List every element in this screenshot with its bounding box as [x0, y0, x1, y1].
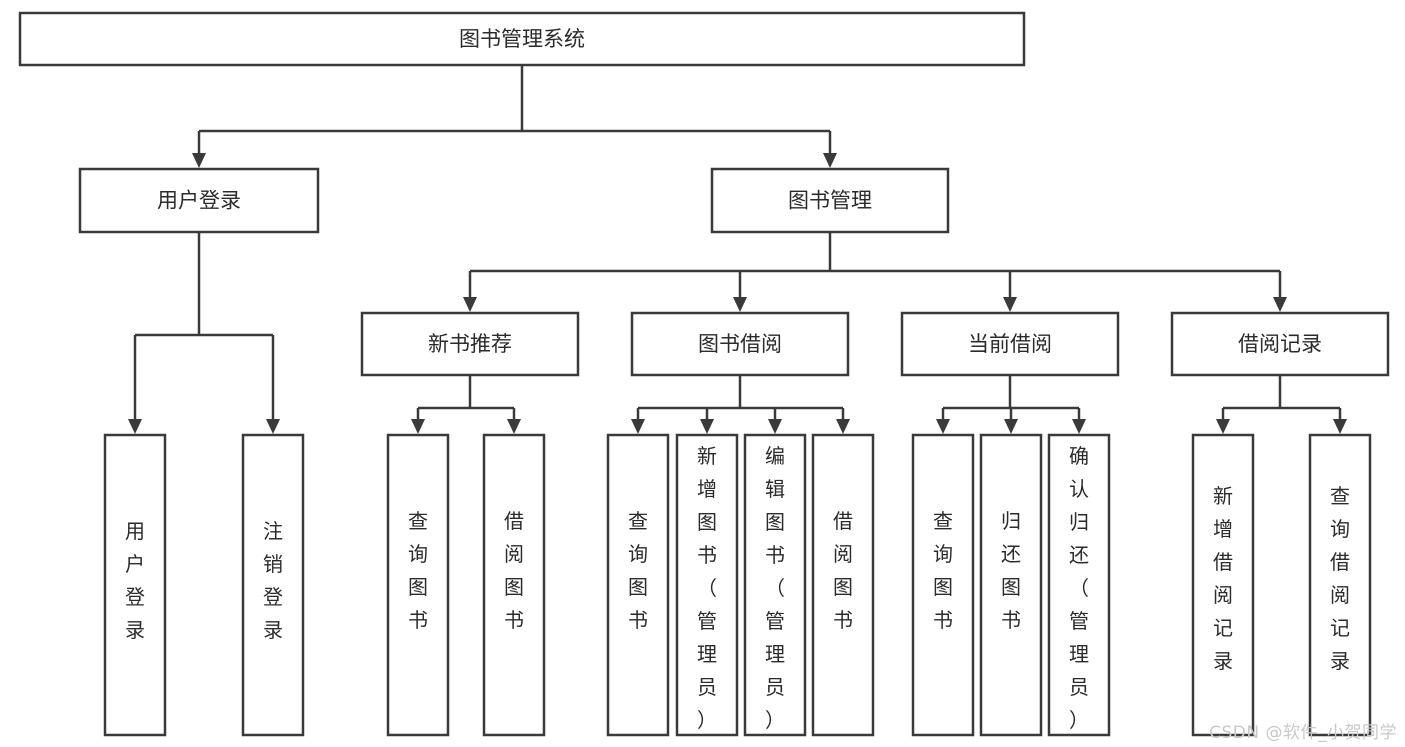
- node-box-leaf-edit-book-admin[interactable]: [743, 433, 807, 737]
- node-label-leaf-logout: 注销登录: [263, 519, 283, 642]
- node-label-leaf-query-borrow-record: 查询借阅记录: [1330, 484, 1350, 673]
- node-box-leaf-add-book-admin[interactable]: [675, 433, 739, 737]
- node-box-leaf-add-borrow-record[interactable]: [1191, 433, 1255, 737]
- arrowhead-icon: [1333, 419, 1347, 434]
- node-label-leaf-user-login: 用户登录: [125, 519, 145, 642]
- connectors-layer: [128, 65, 1347, 434]
- node-box-leaf-query-borrow-record[interactable]: [1308, 433, 1372, 737]
- node-label-leaf-confirm-return-admin: 确认归还（管理员）: [1069, 444, 1089, 732]
- connector-user-login-to-leaves: [128, 232, 280, 434]
- node-leaf-user-login[interactable]: 用户登录: [103, 433, 167, 737]
- node-leaf-confirm-return-admin[interactable]: 确认归还（管理员）: [1047, 433, 1111, 737]
- arrowhead-icon: [768, 419, 782, 434]
- csdn-watermark: CSDN @软件_小贺同学: [1209, 723, 1397, 743]
- node-box-root[interactable]: [18, 11, 1026, 67]
- connector-recommend-to-leaves: [411, 375, 521, 434]
- node-label-leaf-query-book-recommend: 查询图书: [408, 509, 428, 632]
- node-current-borrow[interactable]: 当前借阅: [900, 311, 1120, 377]
- node-box-leaf-query-book-borrow[interactable]: [606, 433, 670, 737]
- node-borrow-records[interactable]: 借阅记录: [1170, 311, 1390, 377]
- node-book-borrow[interactable]: 图书借阅: [630, 311, 850, 377]
- node-label-leaf-add-borrow-record: 新增借阅记录: [1213, 484, 1233, 673]
- node-leaf-edit-book-admin[interactable]: 编辑图书（管理员）: [743, 433, 807, 737]
- node-label-leaf-return-book: 归还图书: [1001, 509, 1021, 632]
- arrowhead-icon: [1004, 419, 1018, 434]
- node-box-leaf-logout[interactable]: [241, 433, 305, 737]
- arrowhead-icon: [411, 419, 425, 434]
- node-label-leaf-query-book-current: 查询图书: [933, 509, 953, 632]
- node-leaf-return-book[interactable]: 归还图书: [979, 433, 1043, 737]
- node-user-login[interactable]: 用户登录: [78, 167, 320, 234]
- node-leaf-query-book-recommend[interactable]: 查询图书: [386, 433, 450, 737]
- node-label-leaf-borrow-book: 借阅图书: [833, 509, 853, 632]
- arrowhead-icon: [507, 419, 521, 434]
- node-label-leaf-add-book-admin: 新增图书（管理员）: [697, 444, 717, 732]
- node-label-leaf-borrow-book-recommend: 借阅图书: [504, 509, 524, 632]
- arrowhead-icon: [823, 153, 837, 168]
- node-label-leaf-query-book-borrow: 查询图书: [628, 509, 648, 632]
- arrowhead-icon: [192, 153, 206, 168]
- arrowhead-icon: [733, 297, 747, 312]
- arrowhead-icon: [700, 419, 714, 434]
- node-leaf-logout[interactable]: 注销登录: [241, 433, 305, 737]
- node-label-borrow-records: 借阅记录: [1238, 332, 1322, 356]
- arrowhead-icon: [836, 419, 850, 434]
- node-box-borrow-records[interactable]: [1170, 311, 1390, 377]
- node-box-leaf-query-book-recommend[interactable]: [386, 433, 450, 737]
- connector-borrow-to-leaves: [631, 375, 850, 434]
- node-leaf-query-book-current[interactable]: 查询图书: [911, 433, 975, 737]
- node-label-root: 图书管理系统: [459, 27, 585, 51]
- node-box-new-book-recommend[interactable]: [360, 311, 580, 377]
- node-box-leaf-borrow-book-recommend[interactable]: [482, 433, 546, 737]
- node-box-leaf-query-book-current[interactable]: [911, 433, 975, 737]
- node-label-leaf-edit-book-admin: 编辑图书（管理员）: [765, 444, 785, 732]
- arrowhead-icon: [936, 419, 950, 434]
- node-label-new-book-recommend: 新书推荐: [428, 332, 512, 356]
- arrowhead-icon: [1003, 297, 1017, 312]
- arrowhead-icon: [1072, 419, 1086, 434]
- connector-records-to-leaves: [1216, 375, 1347, 434]
- node-root[interactable]: 图书管理系统: [18, 11, 1026, 67]
- node-box-current-borrow[interactable]: [900, 311, 1120, 377]
- node-leaf-query-borrow-record[interactable]: 查询借阅记录: [1308, 433, 1372, 737]
- connector-current-to-leaves: [936, 375, 1086, 434]
- node-leaf-borrow-book[interactable]: 借阅图书: [811, 433, 875, 737]
- arrowhead-icon: [1273, 297, 1287, 312]
- connector-root-to-level2: [192, 65, 837, 168]
- node-label-current-borrow: 当前借阅: [968, 332, 1052, 356]
- node-box-book-borrow[interactable]: [630, 311, 850, 377]
- node-box-user-login[interactable]: [78, 167, 320, 234]
- node-box-leaf-user-login[interactable]: [103, 433, 167, 737]
- node-leaf-add-book-admin[interactable]: 新增图书（管理员）: [675, 433, 739, 737]
- node-leaf-borrow-book-recommend[interactable]: 借阅图书: [482, 433, 546, 737]
- arrowhead-icon: [463, 297, 477, 312]
- connector-bookmgmt-to-level3: [463, 232, 1287, 312]
- node-leaf-add-borrow-record[interactable]: 新增借阅记录: [1191, 433, 1255, 737]
- node-book-management[interactable]: 图书管理: [710, 167, 950, 234]
- arrowhead-icon: [266, 419, 280, 434]
- node-box-leaf-confirm-return-admin[interactable]: [1047, 433, 1111, 737]
- node-box-leaf-return-book[interactable]: [979, 433, 1043, 737]
- node-label-user-login: 用户登录: [157, 189, 241, 213]
- node-label-book-borrow: 图书借阅: [698, 332, 782, 356]
- arrowhead-icon: [1216, 419, 1230, 434]
- node-label-book-management: 图书管理: [788, 189, 872, 213]
- node-new-book-recommend[interactable]: 新书推荐: [360, 311, 580, 377]
- nodes-layer: 图书管理系统用户登录图书管理新书推荐图书借阅当前借阅借阅记录用户登录注销登录查询…: [18, 11, 1390, 737]
- arrowhead-icon: [128, 419, 142, 434]
- node-leaf-query-book-borrow[interactable]: 查询图书: [606, 433, 670, 737]
- node-box-leaf-borrow-book[interactable]: [811, 433, 875, 737]
- arrowhead-icon: [631, 419, 645, 434]
- node-box-book-management[interactable]: [710, 167, 950, 234]
